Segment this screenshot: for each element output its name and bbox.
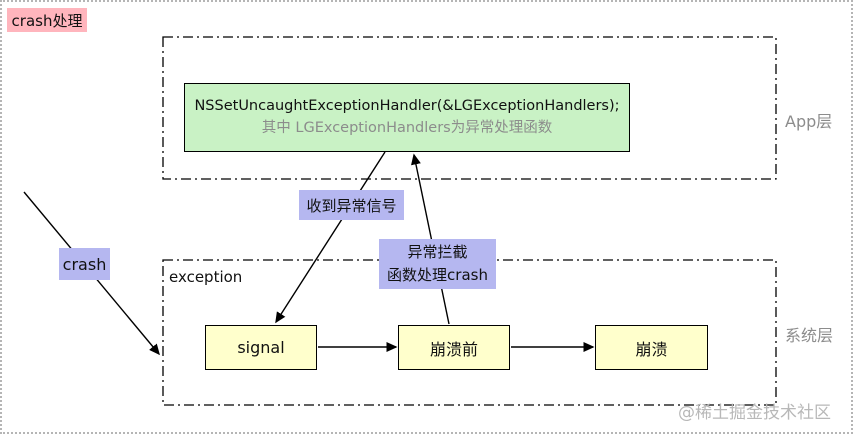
received-signal-edge-label: 收到异常信号 [299,190,404,220]
exception-label: exception [169,268,243,286]
crash-node: 崩溃 [595,325,708,370]
intercept-edge-label-line2: 函数处理crash [387,266,488,284]
pre-crash-node: 崩溃前 [398,325,510,370]
app-layer-label: App层 [785,112,833,131]
page-title: crash处理 [7,8,87,32]
received-signal-arrow [275,151,386,324]
system-layer-label: 系统层 [785,326,834,345]
watermark: @稀土掘金技术社区 [678,403,831,423]
handler-code-line: NSSetUncaughtExceptionHandler(&LGExcepti… [194,98,620,115]
signal-node: signal [205,325,317,370]
crash-edge-label: crash [59,248,110,280]
handler-note-line: 其中 LGExceptionHandlers为异常处理函数 [261,119,553,136]
intercept-edge-label: 异常拦截 函数处理crash [379,239,496,289]
exception-handler-box: NSSetUncaughtExceptionHandler(&LGExcepti… [184,83,630,152]
app-layer-box [162,36,777,180]
intercept-edge-label-line1: 异常拦截 [407,242,468,261]
